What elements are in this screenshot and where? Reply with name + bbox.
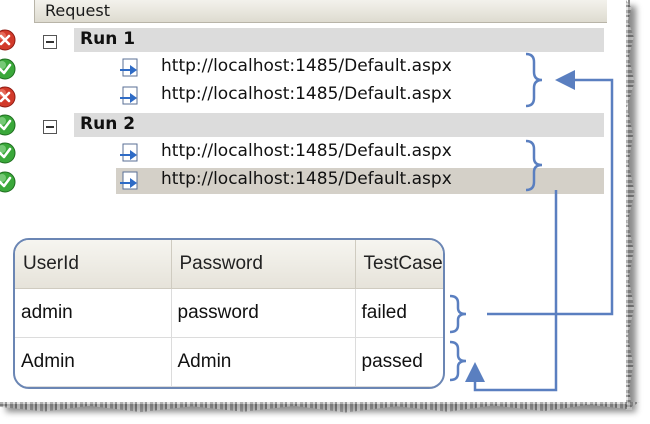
table-row[interactable]: admin password failed	[15, 288, 443, 338]
request-row-selected[interactable]: http://localhost:1485/Default.aspx	[116, 168, 604, 194]
cell-userid[interactable]: Admin	[15, 337, 172, 387]
table-row[interactable]: Admin Admin passed	[15, 337, 443, 387]
request-url: http://localhost:1485/Default.aspx	[161, 169, 452, 189]
web-request-icon	[120, 171, 144, 195]
request-row[interactable]: http://localhost:1485/Default.aspx	[116, 55, 526, 81]
arrow-row1-to-run1	[487, 70, 614, 316]
arrow-run2-to-row2	[465, 190, 558, 392]
table-header-row: UserId Password TestCase	[15, 240, 443, 289]
pass-status-icon	[0, 142, 16, 164]
cell-password[interactable]: password	[171, 288, 356, 338]
torn-edge-right	[626, 0, 635, 410]
pass-status-icon	[0, 114, 16, 136]
run-1-label: Run 1	[80, 29, 136, 49]
data-source-table: UserId Password TestCase admin password …	[13, 238, 445, 389]
request-url: http://localhost:1485/Default.aspx	[161, 141, 452, 161]
run-1-row[interactable]: Run 1	[74, 28, 604, 52]
run-1-collapse-icon[interactable]	[43, 35, 57, 49]
run-2-row[interactable]: Run 2	[74, 113, 604, 137]
pass-status-icon	[0, 171, 16, 193]
fail-status-icon	[0, 86, 16, 108]
cell-password[interactable]: Admin	[171, 337, 356, 387]
pass-status-icon	[0, 58, 16, 80]
bracket-run-1	[525, 52, 543, 108]
request-column-header[interactable]: Request	[34, 0, 607, 23]
cell-testcase[interactable]: failed	[355, 288, 443, 338]
run-2-label: Run 2	[80, 114, 136, 134]
fail-status-icon	[0, 29, 16, 51]
request-url: http://localhost:1485/Default.aspx	[161, 56, 452, 76]
column-header-userid[interactable]: UserId	[15, 240, 172, 289]
column-header-password[interactable]: Password	[171, 240, 356, 289]
bracket-run-2	[525, 139, 543, 192]
bracket-row-2	[449, 340, 467, 382]
run-2-collapse-icon[interactable]	[43, 120, 57, 134]
web-request-icon	[120, 58, 144, 82]
bracket-row-1	[449, 294, 467, 334]
torn-edge-bottom	[0, 402, 640, 413]
cell-userid[interactable]: admin	[15, 288, 172, 338]
column-header-testcase[interactable]: TestCase	[355, 240, 443, 289]
request-row[interactable]: http://localhost:1485/Default.aspx	[116, 83, 526, 109]
cell-testcase[interactable]: passed	[355, 337, 443, 387]
request-url: http://localhost:1485/Default.aspx	[161, 84, 452, 104]
web-request-icon	[120, 86, 144, 110]
web-request-icon	[120, 143, 144, 167]
request-row[interactable]: http://localhost:1485/Default.aspx	[116, 140, 526, 166]
request-column-label: Request	[45, 1, 110, 20]
